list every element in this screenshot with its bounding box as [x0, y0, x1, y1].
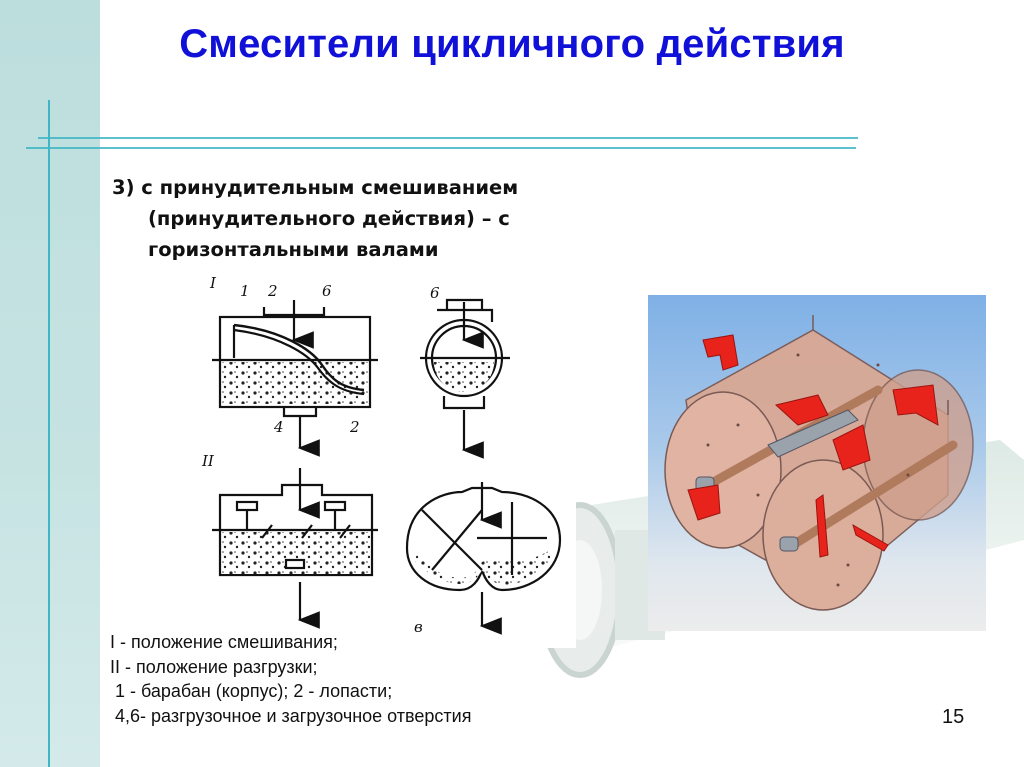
paddle: [852, 523, 889, 552]
svg-text:4: 4: [273, 418, 284, 436]
paddle: [892, 384, 939, 426]
legend-line-unloading-position: II - положение разгрузки;: [110, 656, 318, 677]
legend-line-drum-blades: 1 - барабан (корпус); 2 - лопасти;: [110, 681, 393, 701]
mixer-schematic-diagram: I II: [192, 270, 576, 648]
paddle: [702, 334, 739, 371]
svg-text:6: 6: [430, 284, 440, 302]
vertical-accent-line: [48, 100, 50, 767]
paddle: [832, 424, 871, 471]
legend-line-openings: 4,6- разгрузочное и загрузочное отверсти…: [110, 705, 472, 726]
svg-text:2: 2: [267, 282, 278, 300]
page-number: 15: [942, 706, 965, 728]
subtitle-line-3: горизонтальными валами: [148, 238, 439, 261]
subtitle: 3) с принудительным смешиванием (принуди…: [112, 172, 592, 265]
svg-text:6: 6: [322, 282, 332, 300]
svg-text:1: 1: [240, 282, 250, 300]
horizontal-accent-line-top: [38, 137, 858, 139]
svg-text:I: I: [209, 274, 217, 292]
horizontal-accent-line-bottom: [26, 147, 856, 149]
slide-title: Смесители цикличного действия: [179, 22, 845, 66]
twin-shaft-mixer-render: [648, 295, 986, 631]
mixer-3d-illustration: [664, 315, 974, 611]
left-decorative-band: [0, 0, 100, 767]
svg-text:2: 2: [349, 418, 360, 436]
subtitle-line-1: 3) с принудительным смешиванием: [112, 176, 519, 199]
svg-text:в: в: [414, 618, 423, 636]
paddle: [774, 394, 829, 426]
legend: I - положение смешивания; II - положение…: [110, 630, 630, 728]
schematic-drawing: I II: [201, 274, 562, 636]
paddle: [815, 494, 829, 558]
legend-line-mixing-position: I - положение смешивания;: [110, 632, 338, 652]
svg-text:II: II: [201, 452, 215, 470]
subtitle-line-2: (принудительного действия) – с: [148, 207, 510, 230]
paddle: [687, 484, 721, 521]
